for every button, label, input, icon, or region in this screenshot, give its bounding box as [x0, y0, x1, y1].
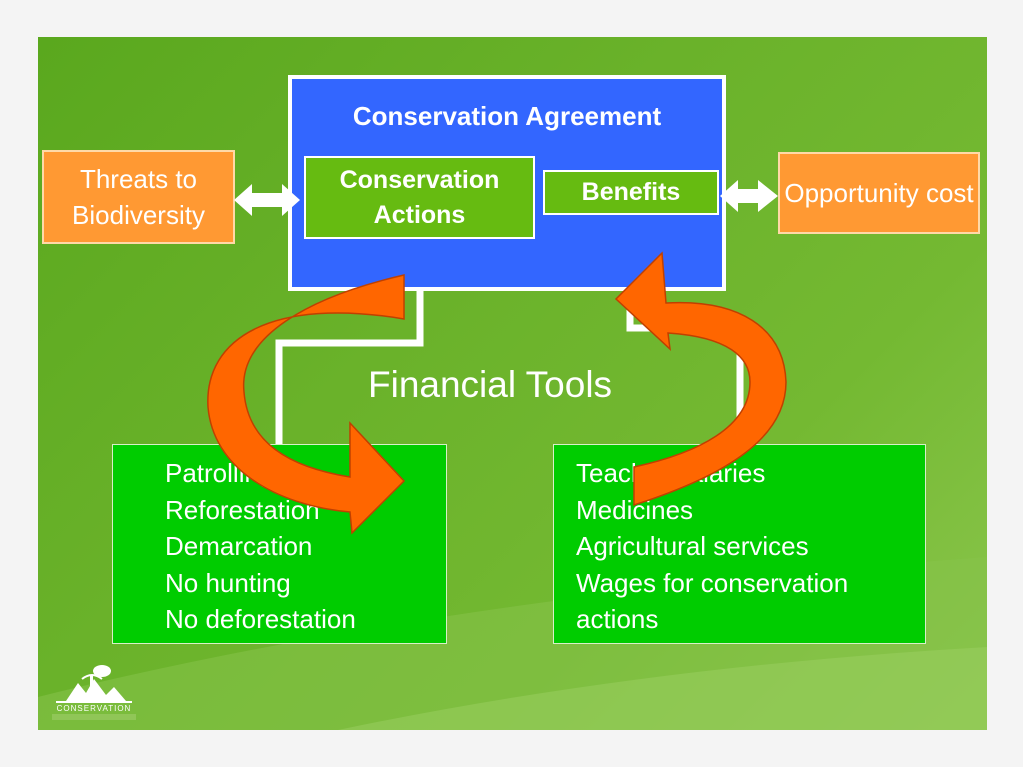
opportunity-cost-box: Opportunity cost	[778, 152, 980, 234]
agreement-title: Conservation Agreement	[352, 101, 662, 131]
list-item: No hunting	[165, 567, 291, 598]
logo-subtext	[52, 714, 136, 720]
conservation-actions-box: Conservation Actions	[304, 156, 535, 239]
threats-to-biodiversity-box: Threats to Biodiversity	[42, 150, 235, 244]
logo-text: CONSERVATION	[56, 704, 132, 713]
list-item: Medicines	[576, 494, 694, 525]
financial-tools-label: Financial Tools	[368, 364, 613, 405]
list-item: Reforestation	[165, 494, 320, 525]
conservation-actions-list: Patrolling Reforestation Demarcation No …	[112, 444, 447, 644]
logo-graphic	[56, 665, 132, 703]
list-item: Patrolling	[165, 458, 274, 488]
list-item: Teacher salaries	[576, 458, 766, 488]
conservation-logo-icon: CONSERVATION	[46, 663, 142, 723]
list-item: actions	[576, 604, 659, 634]
slide: Conservation Agreement Conservation Acti…	[38, 37, 987, 730]
benefits-list: Teacher salaries Medicines Agricultural …	[553, 444, 926, 644]
benefits-box: Benefits	[543, 170, 719, 215]
list-item: Wages for conservation	[576, 567, 849, 598]
list-item: Agricultural services	[576, 531, 809, 561]
list-item: Demarcation	[165, 531, 313, 561]
list-item: No deforestation	[165, 604, 356, 634]
